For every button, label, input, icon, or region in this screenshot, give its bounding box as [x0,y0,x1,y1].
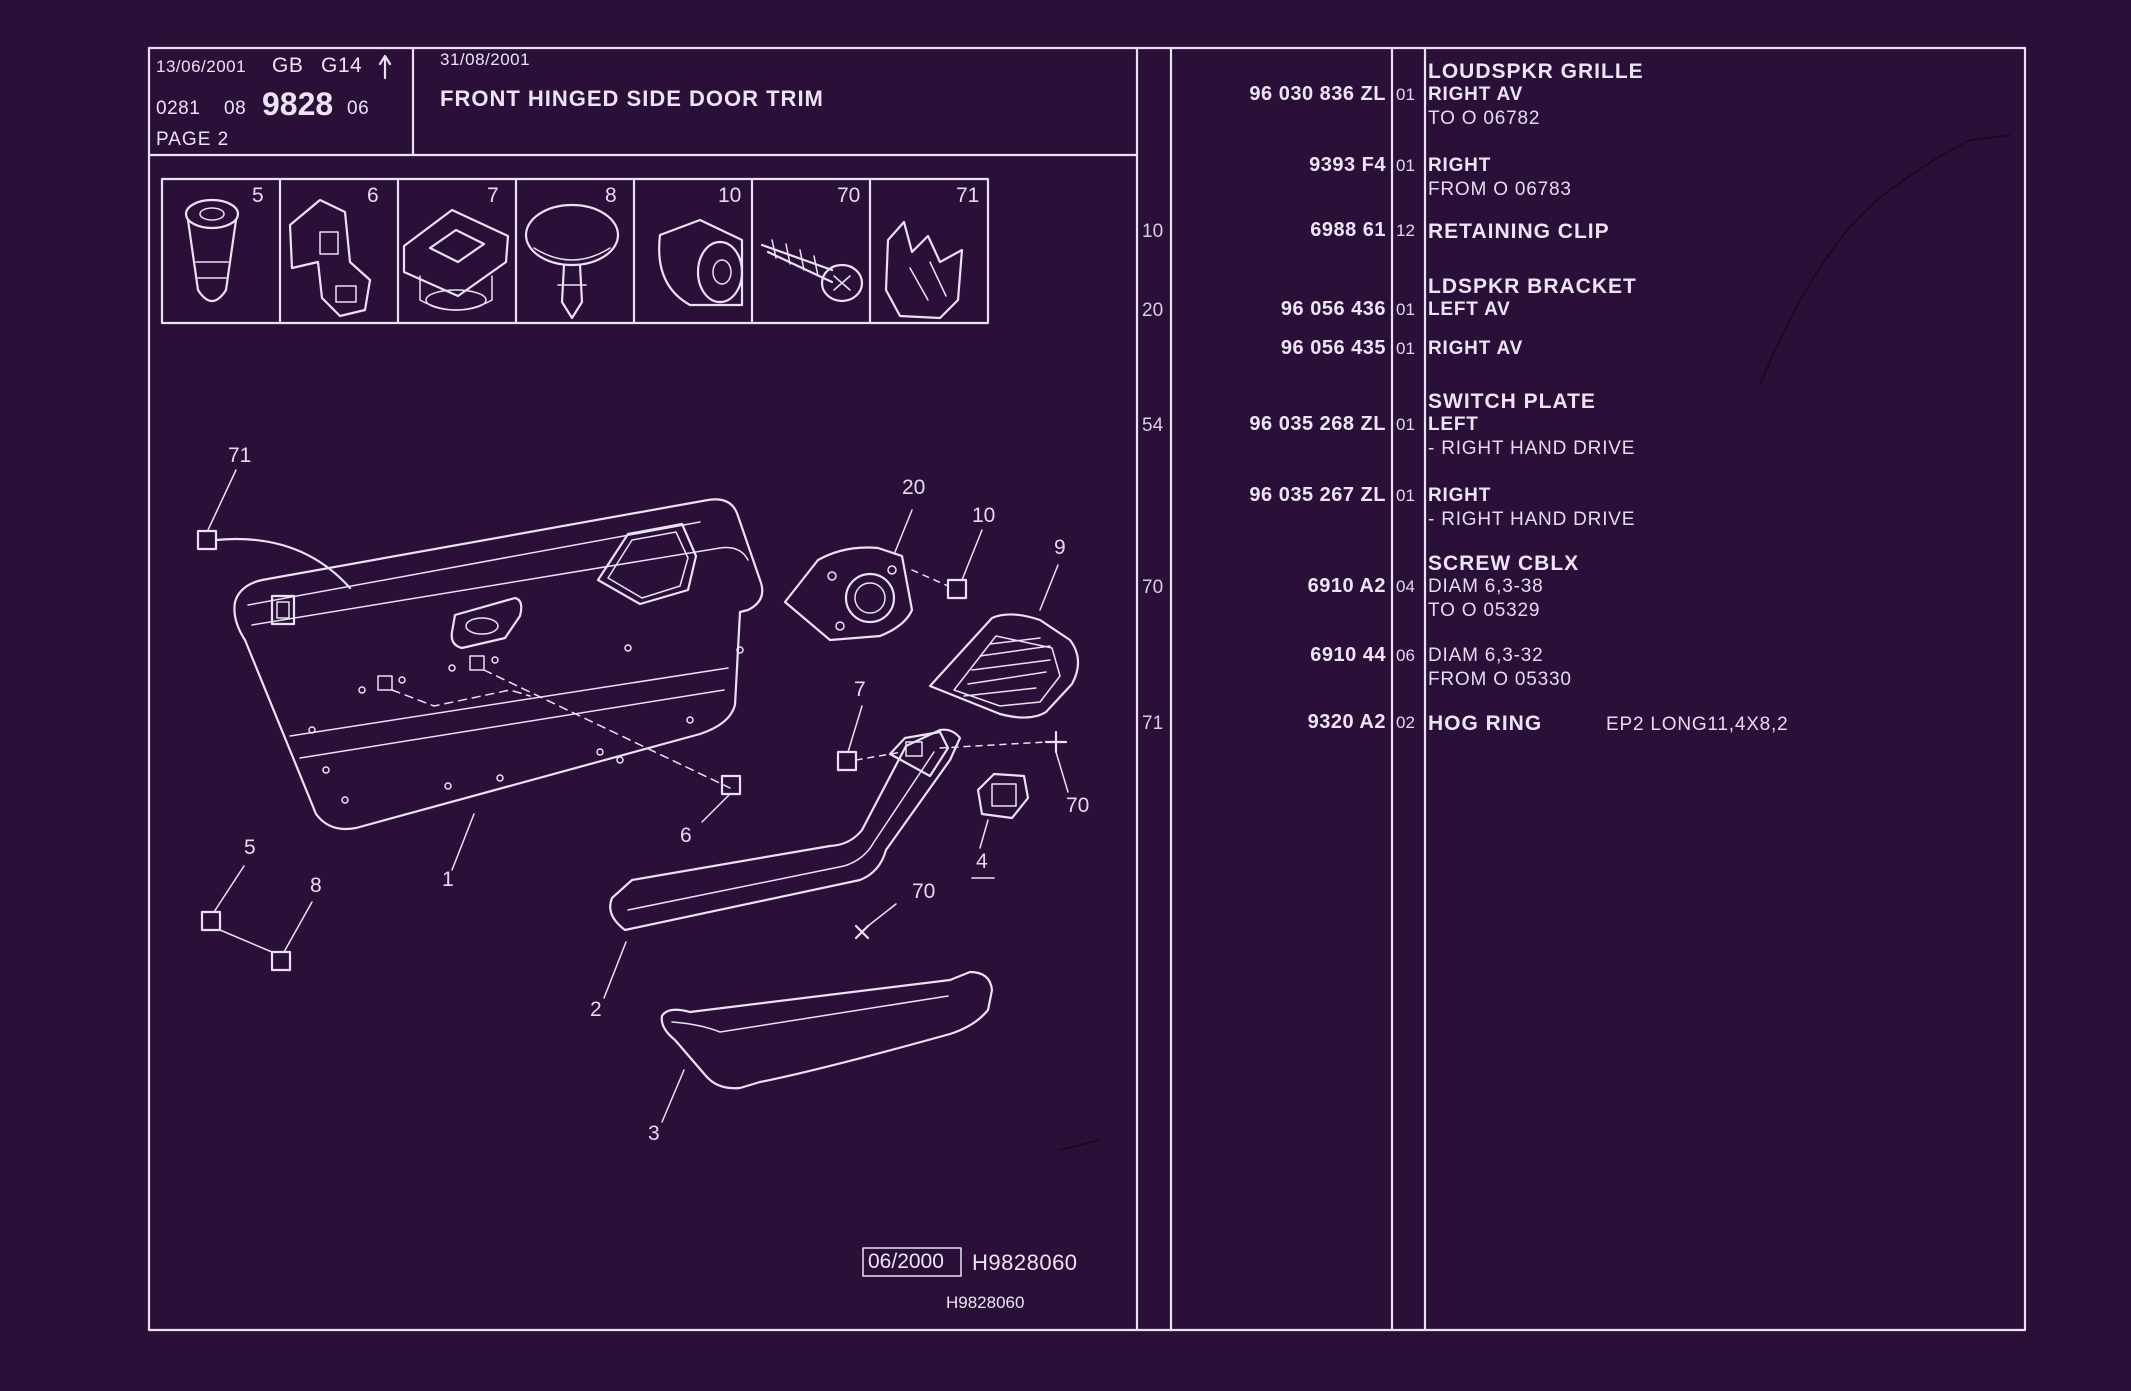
part-quantity: 06 [1396,646,1415,665]
part-number: 96 056 436 [1280,298,1386,320]
part-description: LOUDSPKR GRILLE [1428,60,1644,83]
part-number: 96 035 268 ZL [1249,413,1386,435]
drawing-reference-small: H9828060 [946,1293,1025,1312]
icon-number: 10 [718,184,742,207]
edition-date: 31/08/2001 [440,50,531,69]
part-reference-number: 71 [1142,713,1164,734]
icon-number: 8 [605,184,617,207]
part-reference-number: 10 [1142,221,1164,242]
part-reference-number: 70 [1142,577,1164,598]
icon-number: 71 [956,184,980,207]
page-title: FRONT HINGED SIDE DOOR TRIM [440,86,824,111]
part-detail-line: RIGHT AV [1428,338,1524,359]
fastener-icon-strip [160,177,990,325]
callout-9: 9 [1054,536,1066,559]
part-quantity: 01 [1396,486,1415,505]
part-description: SWITCH PLATE [1428,390,1596,413]
icon-number: 5 [252,184,264,207]
part-detail-line: TO O 05329 [1428,600,1541,621]
tree-fastener-icon [524,203,620,320]
part-number: 96 056 435 [1280,337,1386,359]
part-reference-number: 20 [1142,300,1164,321]
callout-5: 5 [244,836,256,859]
part-number: 9393 F4 [1309,154,1386,176]
page-number: PAGE 2 [156,129,230,150]
part-quantity: 01 [1396,156,1415,175]
clip-bracket-icon [288,198,372,318]
icon-number: 70 [837,184,861,207]
part-detail-line: RIGHT [1428,485,1492,506]
callout-2: 2 [590,998,602,1021]
hog-ring-icon [884,220,964,320]
part-quantity: 12 [1396,221,1415,240]
part-detail-line: DIAM 6,3-32 [1428,645,1544,666]
part-detail-line: EP2 LONG11,4X8,2 [1606,714,1789,735]
callout-71: 71 [228,444,252,467]
callout-70-bottom: 70 [912,880,936,903]
part-description: HOG RING [1428,712,1543,735]
callout-20: 20 [902,476,926,499]
part-reference-number: 54 [1142,415,1164,436]
plate-number: 9828 [262,86,334,122]
part-quantity: 04 [1396,577,1415,596]
part-quantity: 02 [1396,713,1415,732]
callout-6: 6 [680,824,692,847]
footer-date: 06/2000 [868,1250,944,1273]
part-detail-line: - RIGHT HAND DRIVE [1428,509,1636,530]
nut-insert-icon [658,218,744,307]
square-retainer-icon [402,208,510,311]
callout-10: 10 [972,504,996,527]
part-number: 96 030 836 ZL [1249,83,1386,105]
part-detail-line: FROM O 05330 [1428,669,1572,690]
drawing-reference: H9828060 [972,1250,1078,1275]
part-detail-line: LEFT AV [1428,299,1511,320]
part-detail-line: RIGHT AV [1428,84,1524,105]
part-quantity: 01 [1396,339,1415,358]
part-detail-line: FROM O 06783 [1428,179,1572,200]
door-trim-drawing [196,469,1080,1123]
part-number: 6910 44 [1310,644,1386,666]
part-detail-line: RIGHT [1428,155,1492,176]
header-date: 13/06/2001 [156,57,247,76]
part-description: SCREW CBLX [1428,552,1580,575]
callout-4: 4 [976,850,988,873]
part-detail-line: LEFT [1428,414,1479,435]
code-a: 0281 [156,98,201,119]
part-detail-line: TO O 06782 [1428,108,1541,129]
code-b: 08 [224,98,247,119]
part-detail-line: - RIGHT HAND DRIVE [1428,438,1636,459]
part-number: 9320 A2 [1307,711,1386,733]
code-c: 06 [347,98,370,119]
part-quantity: 01 [1396,85,1415,104]
plug-fastener-icon [184,198,240,303]
icon-number: 7 [487,184,499,207]
part-number: 6910 A2 [1307,575,1386,597]
icon-number: 6 [367,184,379,207]
part-number: 96 035 267 ZL [1249,484,1386,506]
part-description: LDSPKR BRACKET [1428,275,1637,298]
part-quantity: 01 [1396,300,1415,319]
part-detail-line: DIAM 6,3-38 [1428,576,1544,597]
callout-8: 8 [310,874,322,897]
part-number: 6988 61 [1310,219,1386,241]
language-code: GB [272,54,304,77]
callout-70-top: 70 [1066,794,1090,817]
part-quantity: 01 [1396,415,1415,434]
callout-3: 3 [648,1122,660,1145]
screw-icon [760,239,864,303]
part-description: RETAINING CLIP [1428,220,1610,243]
callout-7: 7 [854,678,866,701]
callout-1: 1 [442,868,454,891]
group-code: G14 [321,54,363,77]
